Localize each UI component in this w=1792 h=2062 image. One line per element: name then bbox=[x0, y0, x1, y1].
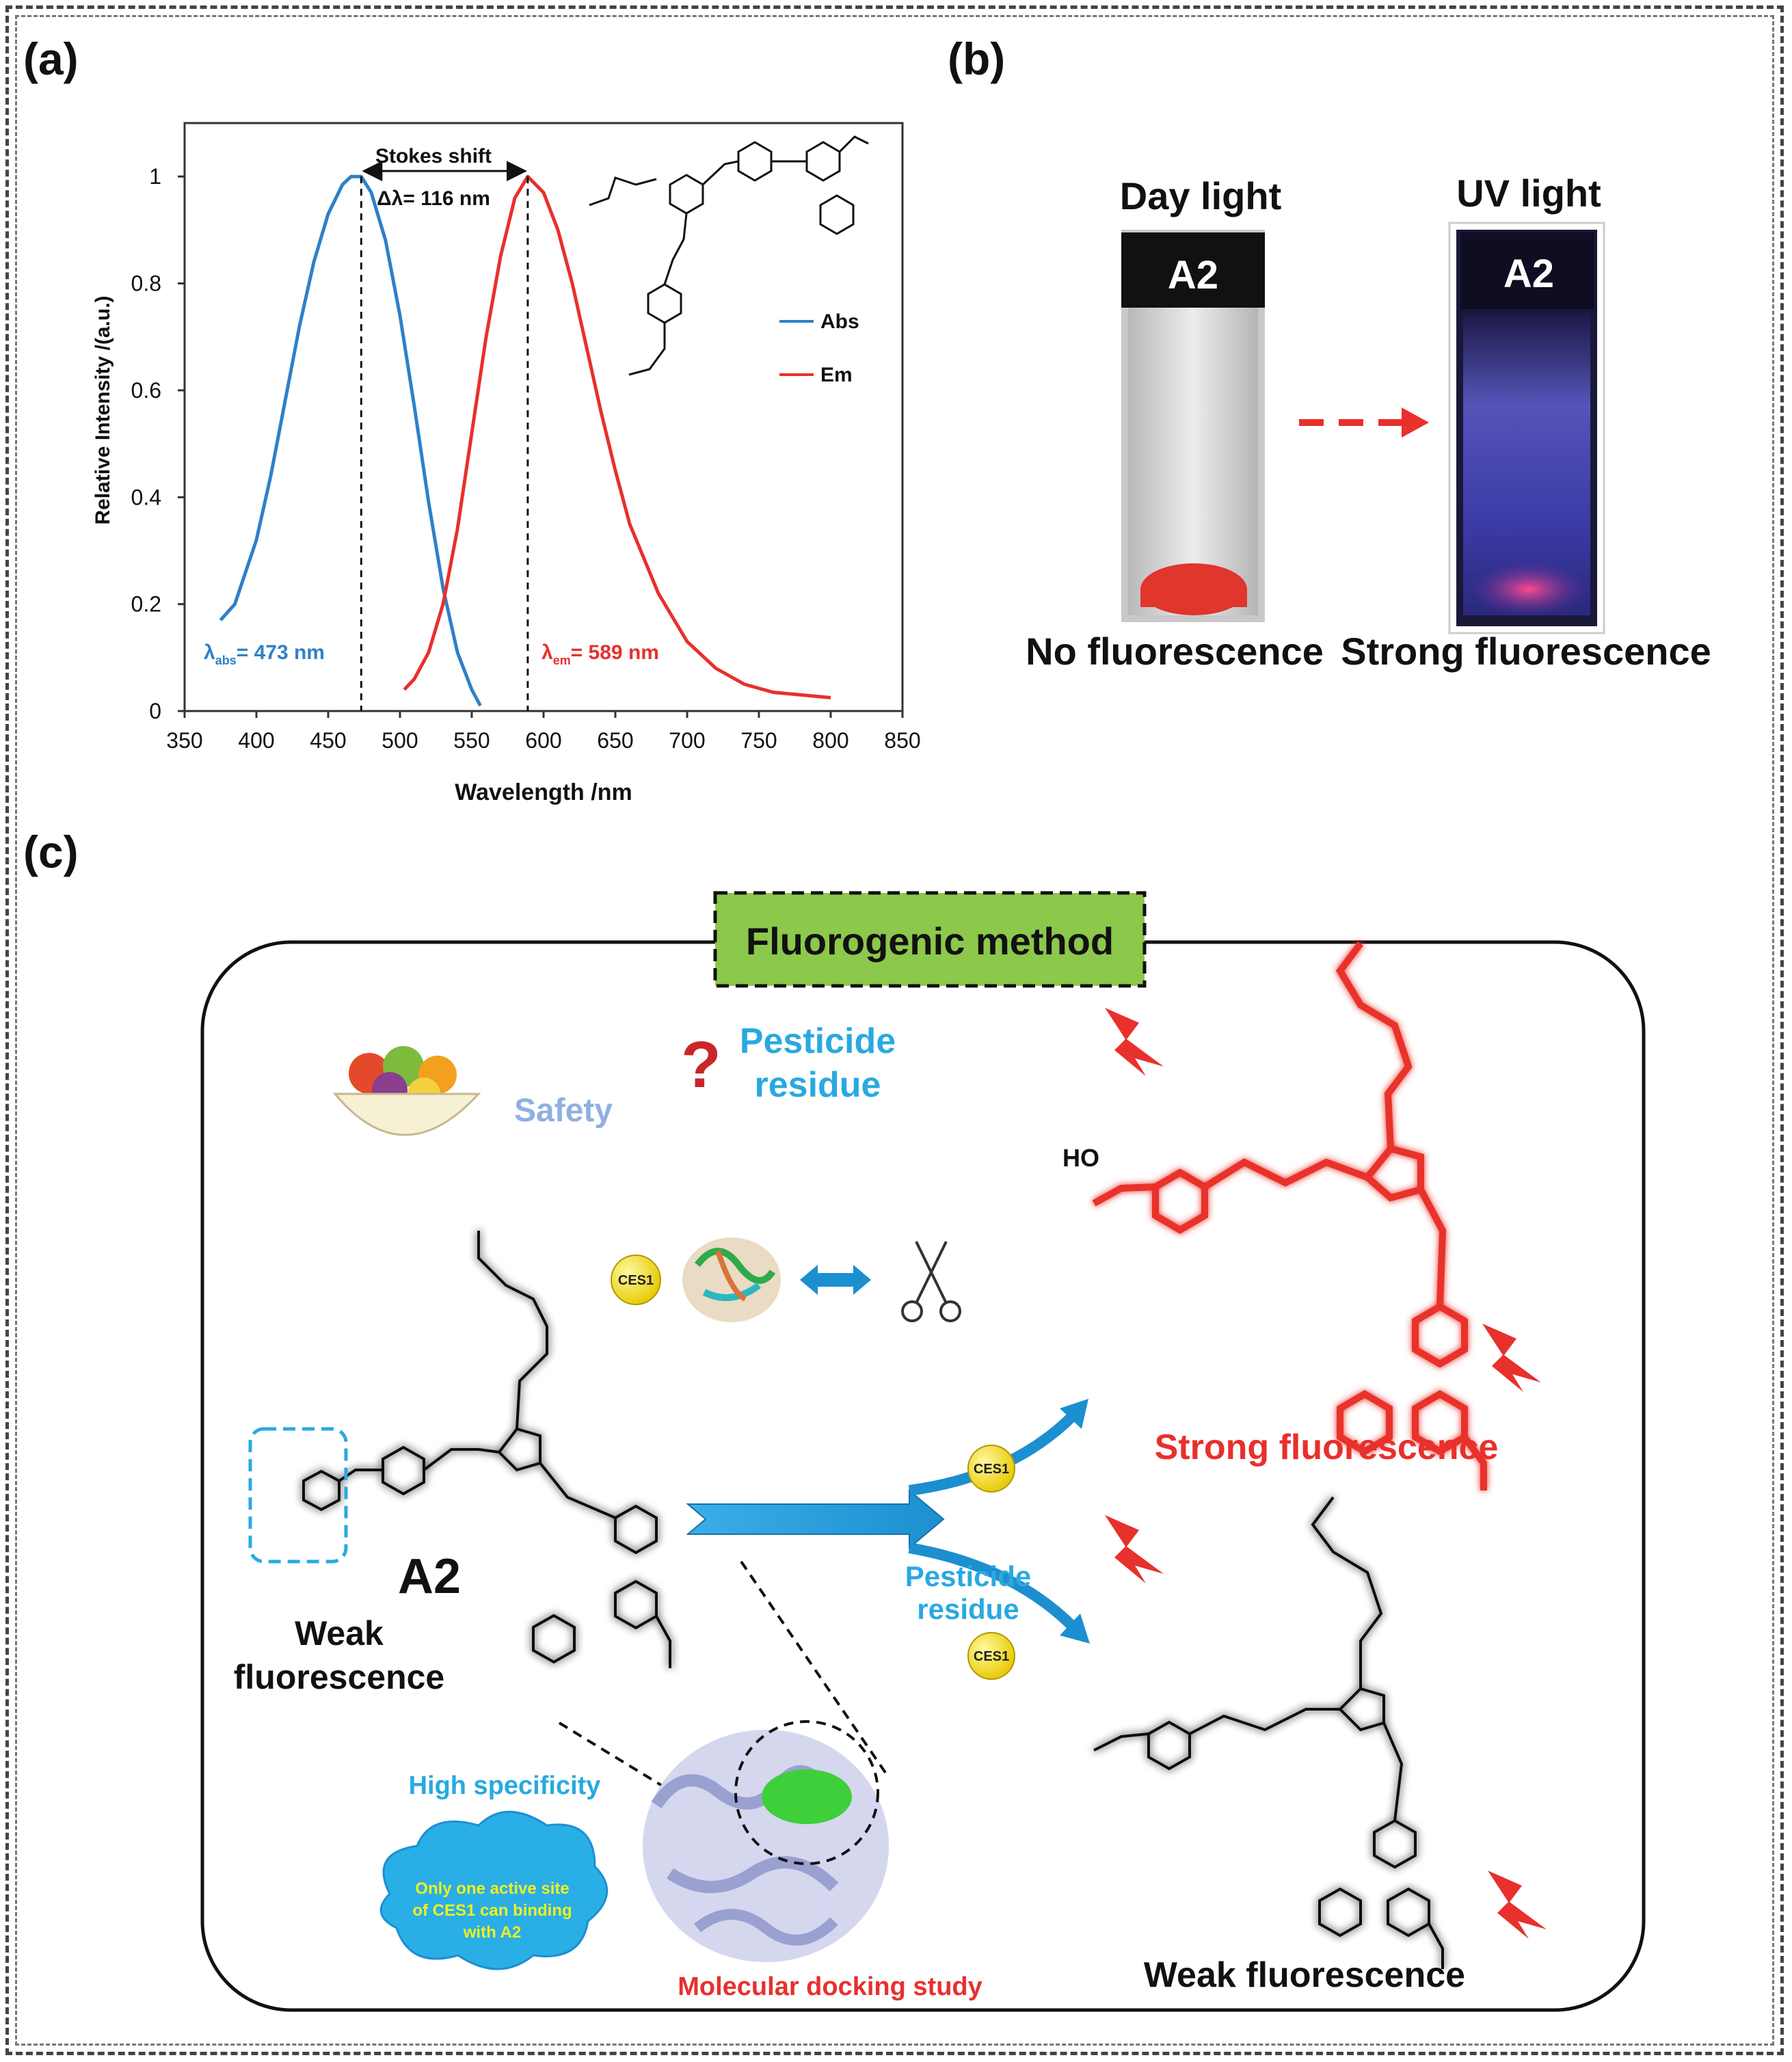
x-axis-label: Wavelength /nm bbox=[455, 779, 632, 805]
scissors-icon bbox=[901, 1241, 961, 1322]
y-tick-label: 1 bbox=[149, 164, 161, 189]
marker-group bbox=[360, 161, 529, 711]
y-tick-label: 0.8 bbox=[131, 271, 161, 296]
fruit-bowl-icon bbox=[332, 1046, 481, 1136]
lightning-icon-3 bbox=[1105, 1515, 1164, 1583]
panel-a-label: (a) bbox=[23, 34, 79, 84]
series-group bbox=[219, 174, 831, 707]
stokes-delta: Δλ= 116 nm bbox=[377, 187, 490, 210]
acid-group-label: HO bbox=[1062, 1144, 1099, 1172]
enzyme-label-low: CES1 bbox=[974, 1649, 1009, 1664]
y-tick-label: 0.4 bbox=[131, 485, 161, 509]
inner-frame bbox=[15, 15, 1774, 2046]
x-tick-group: 350 400 450 500 550 600 650 700 750 800 850 bbox=[166, 711, 921, 753]
vial-panel: Day light UV light A2 A2 No fluorescence… bbox=[1026, 172, 1711, 673]
curve-arrow-up-head bbox=[1060, 1399, 1088, 1429]
y-tick-label: 0.2 bbox=[131, 592, 161, 617]
x-tick-label: 450 bbox=[310, 728, 346, 753]
cloud-line1: Only one active site bbox=[415, 1879, 569, 1898]
pesticide-mid-line2: residue bbox=[917, 1593, 1019, 1625]
method-box bbox=[713, 891, 1147, 988]
lightning-icon-2 bbox=[1482, 1324, 1541, 1392]
x-tick-label: 700 bbox=[669, 728, 705, 753]
outer-frame bbox=[5, 5, 1784, 2055]
spectra-chart: 350 400 450 500 550 600 650 700 750 800 850 0 0.2 0.… bbox=[92, 122, 921, 805]
weak-right-label: Weak fluorescence bbox=[1144, 1955, 1465, 1995]
uv-vial bbox=[1448, 222, 1605, 634]
svg-text:λabs= 473 nm: λabs= 473 nm bbox=[204, 641, 325, 667]
safety-label: Safety bbox=[514, 1093, 613, 1129]
legend-abs: Abs bbox=[820, 310, 859, 333]
double-arrow-icon bbox=[800, 1265, 871, 1295]
structure-inset-a bbox=[589, 135, 869, 376]
cloud-line3: with A2 bbox=[463, 1923, 521, 1942]
strong-product-molecule bbox=[1092, 941, 1487, 1490]
weak-product-molecule bbox=[1093, 1496, 1444, 1969]
enzyme-ball-low bbox=[967, 1632, 1015, 1680]
docking-line-2 bbox=[740, 1560, 890, 1779]
em-peak-label: λem= 589 nm bbox=[541, 641, 659, 667]
day-vial-label: A2 bbox=[1168, 253, 1218, 297]
uv-vial-label: A2 bbox=[1503, 252, 1554, 296]
scheme-panel: Fluorogenic method Safety ? Pesticide re… bbox=[200, 891, 1646, 2012]
uv-light-title: UV light bbox=[1456, 172, 1601, 215]
pesticide-top-line2: residue bbox=[755, 1065, 881, 1105]
pesticide-mid-line1: Pesticide bbox=[905, 1560, 1031, 1592]
x-tick-label: 800 bbox=[812, 728, 848, 753]
weak-left-line1: Weak bbox=[295, 1614, 384, 1652]
day-vial bbox=[1121, 230, 1265, 622]
stokes-title: Stokes shift bbox=[375, 145, 492, 168]
day-light-title: Day light bbox=[1120, 174, 1281, 217]
protein-structure-icon bbox=[643, 1720, 889, 1962]
reaction-arrow bbox=[686, 1488, 945, 1550]
y-tick-label: 0.6 bbox=[131, 378, 161, 403]
y-tick-label: 0 bbox=[149, 699, 161, 723]
svg-text:λem= 589 nm: λem= 589 nm bbox=[541, 641, 659, 667]
lightning-icon-4 bbox=[1488, 1871, 1547, 1939]
enzyme-label-mid: CES1 bbox=[974, 1462, 1009, 1477]
specificity-label: High specificity bbox=[409, 1771, 601, 1800]
x-tick-label: 550 bbox=[453, 728, 490, 753]
lightning-icon-1 bbox=[1105, 1008, 1164, 1076]
enzyme-ball-mid bbox=[967, 1445, 1015, 1492]
x-tick-label: 750 bbox=[740, 728, 777, 753]
question-icon: ? bbox=[681, 1028, 721, 1101]
abs-peak-label: λabs= 473 nm bbox=[204, 641, 325, 667]
cloud-line2: of CES1 can binding bbox=[412, 1901, 572, 1920]
x-tick-label: 650 bbox=[597, 728, 633, 753]
a2-label: A2 bbox=[398, 1549, 461, 1604]
enzyme-ball-top bbox=[611, 1255, 661, 1305]
panel-b-label: (b) bbox=[948, 34, 1006, 84]
series-line-abs bbox=[219, 174, 482, 707]
note-cloud bbox=[379, 1810, 609, 1970]
enzyme-ribbon-icon bbox=[682, 1237, 781, 1322]
panel-c-label: (c) bbox=[23, 827, 79, 877]
x-tick-label: 400 bbox=[238, 728, 274, 753]
day-caption: No fluorescence bbox=[1026, 630, 1324, 673]
pesticide-top-line1: Pesticide bbox=[740, 1021, 896, 1061]
uv-caption: Strong fluorescence bbox=[1341, 630, 1711, 673]
legend-em: Em bbox=[820, 364, 853, 386]
x-tick-label: 850 bbox=[884, 728, 920, 753]
x-tick-label: 500 bbox=[382, 728, 418, 753]
y-axis-label: Relative Intensity /(a.u.) bbox=[92, 295, 114, 524]
ester-highlight-box bbox=[248, 1427, 348, 1564]
curve-arrow-down-head bbox=[1060, 1614, 1090, 1644]
enzyme-label-top: CES1 bbox=[618, 1273, 654, 1288]
docking-label: Molecular docking study bbox=[678, 1972, 982, 2001]
method-title: Fluorogenic method bbox=[746, 920, 1114, 963]
dashed-arrow bbox=[1299, 407, 1429, 438]
a2-molecule bbox=[302, 1231, 671, 1668]
x-tick-label: 350 bbox=[166, 728, 202, 753]
series-line-em bbox=[403, 174, 831, 699]
y-tick-group: 0 0.2 0.4 0.6 0.8 1 bbox=[131, 164, 185, 723]
legend: Abs Em bbox=[779, 310, 859, 386]
x-tick-label: 600 bbox=[525, 728, 561, 753]
strong-label: Strong fluorescence bbox=[1155, 1428, 1499, 1467]
curve-arrow-down bbox=[908, 1542, 1078, 1631]
weak-left-line2: fluorescence bbox=[234, 1658, 444, 1696]
